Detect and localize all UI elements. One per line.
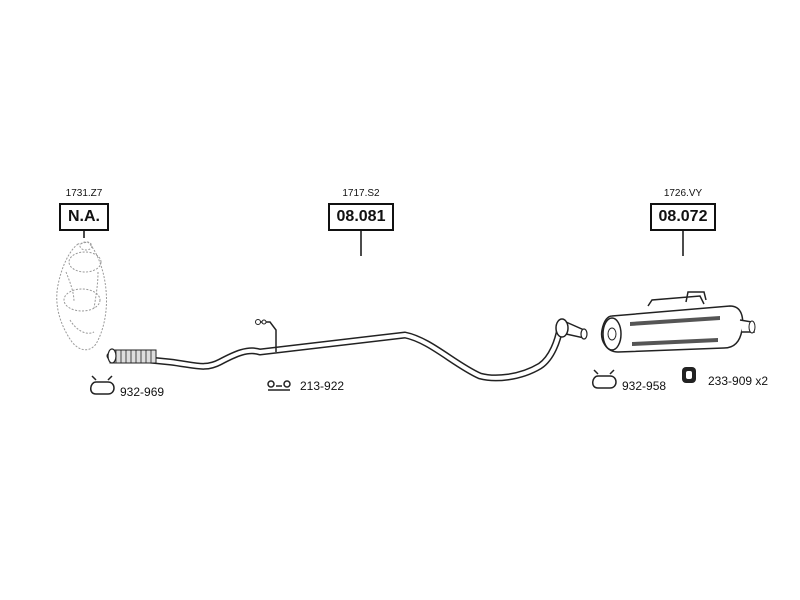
catalyst-part[interactable] — [56, 241, 107, 351]
accessory-label-clamp-front[interactable]: 932-969 — [120, 385, 165, 399]
rubber-mount-icon — [682, 367, 696, 383]
accessory-label-rubber-mount[interactable]: 233-909 x2 — [708, 374, 769, 388]
part-code-catalyst[interactable]: N.A. — [59, 203, 109, 231]
clamp-icon — [90, 375, 115, 395]
clamp-icon — [592, 369, 617, 389]
part-code-rear-silencer[interactable]: 08.072 — [650, 203, 716, 231]
accessory-label-clamp-rear[interactable]: 932-958 — [622, 379, 667, 393]
part-ref-rear-silencer: 1726.VY — [663, 188, 703, 199]
hanger-icon — [267, 380, 291, 391]
middle-pipe-part[interactable] — [106, 318, 588, 382]
part-code-middle-pipe[interactable]: 08.081 — [328, 203, 394, 231]
rear-silencer-part[interactable] — [600, 291, 756, 353]
part-ref-middle-pipe: 1717.S2 — [342, 188, 380, 199]
part-ref-catalyst: 1731.Z7 — [65, 188, 103, 199]
accessory-label-hanger[interactable]: 213-922 — [300, 379, 345, 393]
